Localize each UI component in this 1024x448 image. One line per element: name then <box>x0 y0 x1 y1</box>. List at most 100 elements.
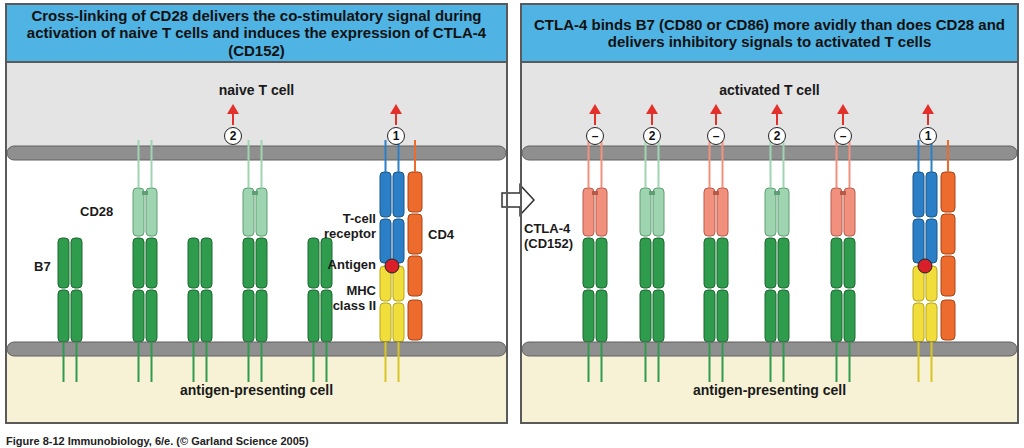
tcr-domain <box>913 219 924 263</box>
antigen-peptide <box>385 259 399 273</box>
label-box: CD4 <box>428 228 468 243</box>
t-cell-region: activated T cell–2–2–1 <box>522 63 1017 146</box>
cd4-domain <box>408 256 422 296</box>
mhc-domain <box>380 303 391 342</box>
callout-number: – <box>713 130 720 142</box>
b7-domain <box>704 290 715 342</box>
b7-domain <box>308 290 319 342</box>
callout-number: – <box>592 130 599 142</box>
cd28-stalk <box>151 140 153 188</box>
b7-domain <box>133 290 144 342</box>
tcr-domain <box>926 219 937 263</box>
cd28-domain <box>640 188 651 236</box>
b7-stalk <box>63 342 65 382</box>
right-panel-ground <box>520 3 1019 424</box>
tcr-domain <box>913 172 924 217</box>
signal-callout: 2 <box>768 127 786 145</box>
panel-heading: CTLA-4 binds B7 (CD80 or CD86) more avid… <box>522 5 1017 63</box>
b7-domain <box>308 238 319 288</box>
b7-domain <box>844 238 855 288</box>
cd28-disulfide <box>252 191 258 195</box>
cd28-domain <box>133 188 144 236</box>
cell-name: antigen-presenting cell <box>180 382 333 398</box>
mhc-domain <box>926 303 937 342</box>
cd4-domain <box>941 172 955 212</box>
b7-stalk <box>601 342 603 382</box>
t-cell-membrane <box>7 146 506 160</box>
b7-stalk <box>645 342 647 382</box>
tcr-domain <box>393 219 404 263</box>
b7-domain <box>583 238 594 288</box>
ctla4-disulfide <box>592 191 598 195</box>
b7-domain <box>831 238 842 288</box>
b7-domain <box>831 290 842 342</box>
cd28-stalk <box>658 140 660 188</box>
b7-stalk <box>849 342 851 382</box>
b7-domain <box>321 290 332 342</box>
ctla4-stalk <box>722 140 724 188</box>
cd4-domain <box>941 214 955 254</box>
b7-stalk <box>709 342 711 382</box>
tcr-domain <box>380 219 391 263</box>
cd4-domain <box>408 214 422 254</box>
panel-ground <box>520 3 1019 424</box>
signal-arrow-head <box>771 104 783 114</box>
label-box: CD28 <box>80 205 130 220</box>
b7-domain <box>778 290 789 342</box>
cd28-domain <box>243 188 254 236</box>
b7-domain <box>717 290 728 342</box>
panel-ground <box>5 3 508 424</box>
b7-stalk <box>783 342 785 382</box>
label-box: MHC class II <box>318 284 376 314</box>
t-cell-cytoplasm <box>522 63 1017 155</box>
ctla4-stalk <box>709 140 711 188</box>
ctla4-domain <box>844 188 855 236</box>
b7-domain <box>71 290 82 342</box>
apc-cytoplasm <box>7 350 506 422</box>
mhc-stalk <box>931 342 933 382</box>
cd28-domain <box>653 188 664 236</box>
signal-arrow-head <box>710 104 722 114</box>
b7-domain <box>583 290 594 342</box>
signal-arrow-head <box>837 104 849 114</box>
b7-domain <box>653 290 664 342</box>
b7-stalk <box>588 342 590 382</box>
label-box: Antigen <box>312 258 376 273</box>
b7-domain <box>58 290 69 342</box>
ctla4-domain <box>583 188 594 236</box>
molecule-label: CD28 <box>80 205 130 220</box>
b7-stalk <box>76 342 78 382</box>
callout-number: 2 <box>649 130 656 142</box>
b7-stalk <box>261 342 263 382</box>
ctla4-domain <box>596 188 607 236</box>
b7-stalk <box>206 342 208 382</box>
cd28-stalk <box>645 140 647 188</box>
b7-domain <box>243 290 254 342</box>
signal-arrow-head <box>646 104 658 114</box>
cd28-stalk <box>261 140 263 188</box>
mhc-domain <box>393 303 404 342</box>
b7-stalk <box>836 342 838 382</box>
cd28-domain <box>256 188 267 236</box>
label-box: CTLA-4 (CD152) <box>524 222 578 252</box>
callout-number: 2 <box>230 130 237 142</box>
apc-region: antigen-presenting cell <box>522 357 1017 422</box>
mhc-stalk <box>385 342 387 382</box>
callout-number: 2 <box>774 130 781 142</box>
b7-domain <box>844 290 855 342</box>
signal-callout: 1 <box>919 127 937 145</box>
molecule-label: CD4 <box>428 228 468 243</box>
callout-number: – <box>840 130 847 142</box>
cell-name: naive T cell <box>219 82 294 98</box>
antigen-peptide <box>918 259 932 273</box>
b7-domain <box>765 290 776 342</box>
ctla4-stalk <box>836 140 838 188</box>
molecule-label: CTLA-4 (CD152) <box>524 222 578 252</box>
molecule-label: B7 <box>34 260 58 275</box>
signal-callout: – <box>834 127 852 145</box>
cd28-stalk <box>138 140 140 188</box>
callout-number: 1 <box>393 130 400 142</box>
figure-panel: CTLA-4 binds B7 (CD80 or CD86) more avid… <box>520 3 1019 424</box>
